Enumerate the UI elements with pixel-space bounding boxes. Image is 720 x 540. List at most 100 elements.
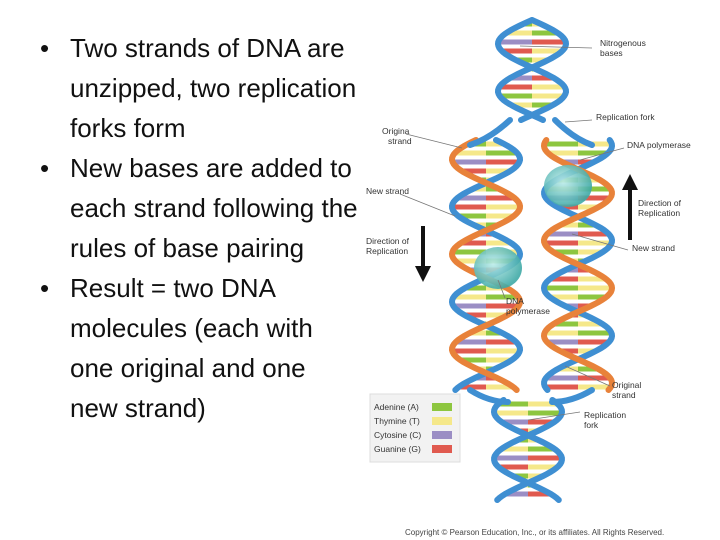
base-pair-half — [501, 48, 532, 54]
base-pair-half — [532, 93, 565, 99]
base-pair-half — [532, 48, 563, 54]
base-pair-half — [486, 240, 512, 246]
base-pair-half — [510, 75, 532, 81]
base-pair-half — [578, 159, 594, 165]
base-pair-half — [532, 57, 549, 63]
base-pair-half — [549, 294, 578, 300]
base-pair-half — [515, 57, 532, 63]
fork-connector — [467, 387, 511, 405]
base-pair-half — [458, 384, 486, 390]
base-pair-half — [455, 339, 486, 345]
label-original-strand-bottom-2: strand — [612, 390, 636, 400]
key-swatch-thymine — [432, 417, 452, 425]
base-pair-half — [501, 446, 528, 452]
base-pair-half — [578, 375, 611, 381]
base-pair-half — [452, 159, 486, 165]
base-pair-rungs — [452, 21, 612, 497]
base-pair-half — [547, 231, 578, 237]
base-pair-half — [528, 446, 555, 452]
key-label-guanine: Guanine (G) — [374, 444, 421, 454]
base-pair-half — [578, 231, 609, 237]
base-pair-half — [578, 339, 610, 345]
base-pair-half — [486, 330, 503, 336]
base-pair-half — [461, 168, 486, 174]
base-pair-half — [553, 249, 578, 255]
base-color-key: Adenine (A) Thymine (T) Cytosine (C) Gua… — [369, 393, 461, 463]
base-pair-half — [501, 419, 528, 425]
label-nitrogenous-bases-2: bases — [600, 48, 623, 58]
bullet-item: New bases are added to each strand follo… — [40, 148, 360, 268]
key-label-thymine: Thymine (T) — [374, 416, 420, 426]
base-pair-half — [578, 141, 612, 147]
base-pair-half — [578, 384, 611, 390]
base-pair-half — [557, 366, 578, 372]
base-pair-half — [486, 339, 517, 345]
label-dna-polymerase-left-2: polymerase — [506, 306, 550, 316]
base-pair-half — [553, 321, 578, 327]
base-pair-half — [532, 84, 565, 90]
base-pair-half — [454, 150, 486, 156]
base-pair-half — [532, 39, 566, 45]
base-pair-half — [545, 384, 578, 390]
base-pair-half — [549, 276, 578, 282]
dna-replication-diagram: Nitrogenous bases Replication fork Origi… — [366, 17, 691, 503]
base-pair-half — [532, 75, 554, 81]
base-pair-half — [486, 159, 520, 165]
base-pair-half — [544, 141, 578, 147]
dna-polymerase-right-blob — [544, 165, 592, 207]
base-pair-half — [469, 330, 486, 336]
base-pair-half — [578, 348, 596, 354]
base-pair-half — [511, 102, 532, 108]
base-pair-half — [562, 159, 578, 165]
bullet-list: Two strands of DNA are unzipped, two rep… — [40, 28, 360, 428]
base-pair-half — [532, 30, 558, 36]
direction-arrow-down-icon — [415, 226, 431, 282]
base-pair-half — [499, 93, 532, 99]
base-pair-half — [546, 339, 578, 345]
base-pair-half — [499, 84, 532, 90]
base-pair-half — [486, 357, 512, 363]
label-replication-fork-bottom: Replication — [584, 410, 626, 420]
base-pair-half — [532, 102, 553, 108]
base-pair-half — [486, 294, 519, 300]
base-pair-half — [578, 204, 599, 210]
label-nitrogenous-bases: Nitrogenous — [600, 38, 646, 48]
dna-polymerase-left-blob — [474, 247, 522, 289]
dna-backbone-strand — [494, 17, 570, 123]
base-pair-half — [486, 204, 520, 210]
base-pair-half — [498, 464, 528, 470]
base-pair-half — [455, 258, 486, 264]
label-dna-polymerase-left: DNA — [506, 296, 524, 306]
key-swatch-adenine — [432, 403, 452, 411]
base-pair-half — [453, 303, 486, 309]
base-pair-half — [578, 276, 607, 282]
base-pair-half — [544, 330, 578, 336]
base-pair-half — [578, 321, 603, 327]
base-pair-half — [578, 150, 609, 156]
base-pair-half — [464, 312, 486, 318]
base-pair-half — [494, 410, 528, 416]
base-pair-half — [453, 294, 486, 300]
base-pair-half — [452, 348, 486, 354]
base-pair-half — [545, 375, 578, 381]
label-original-strand-bottom: Original — [612, 380, 641, 390]
base-pair-half — [460, 357, 486, 363]
base-pair-half — [578, 366, 599, 372]
dna-backbone-strand — [448, 137, 524, 393]
base-pair-half — [505, 491, 528, 497]
base-pair-half — [547, 150, 578, 156]
label-direction-right-2: Replication — [638, 208, 680, 218]
direction-arrow-up-icon — [622, 174, 638, 240]
label-leader-lines — [399, 45, 629, 421]
label-dna-polymerase-right: DNA polymerase — [627, 140, 691, 150]
base-pair-half — [486, 141, 505, 147]
bullet-item: Two strands of DNA are unzipped, two rep… — [40, 28, 360, 148]
base-pair-half — [494, 455, 528, 461]
key-label-adenine: Adenine (A) — [374, 402, 419, 412]
base-pair-half — [528, 419, 555, 425]
key-swatch-cytosine — [432, 431, 452, 439]
label-new-strand-left: New strand — [366, 186, 409, 196]
base-pair-half — [465, 285, 486, 291]
key-swatch-guanine — [432, 445, 452, 453]
base-pair-half — [578, 240, 612, 246]
